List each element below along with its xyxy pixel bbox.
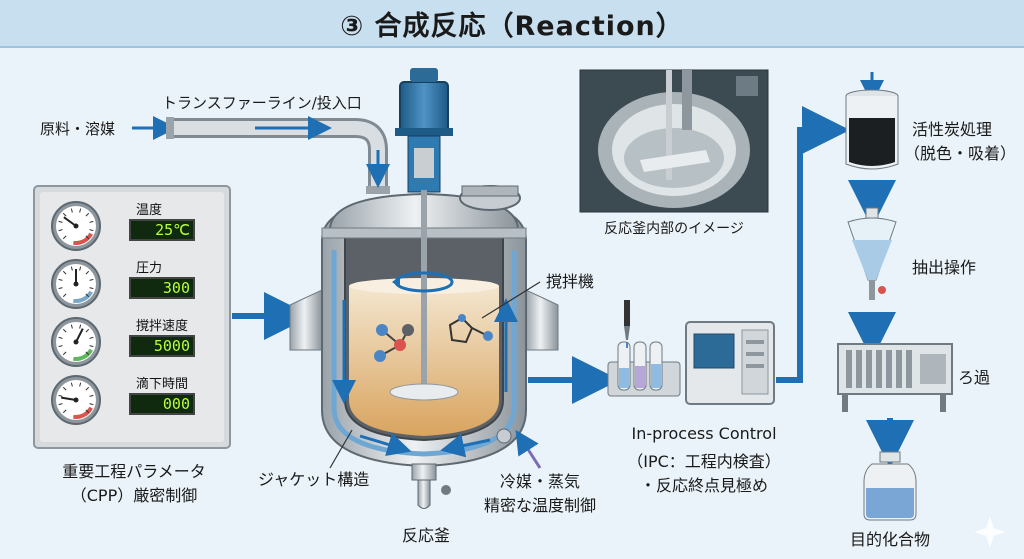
param-value-3: 5000 [154,337,190,355]
product-label: 目的化合物 [850,530,931,549]
param-value-2: 300 [163,279,190,297]
param-value-4: 000 [163,395,190,413]
param-value-1: 25℃ [155,221,190,239]
downstream-arrow [776,106,850,383]
ipc-label-1: In-process Control [631,424,777,443]
agitator-leader [481,281,541,319]
rotation-arrow-icon [392,271,454,293]
vessel-label: 反応釜 [402,526,451,545]
carbon-sublabel: （脱色・吸着） [904,144,1017,163]
gauge-4 [51,375,101,425]
cpp-caption-2: （CPP）厳密制御 [70,486,198,505]
pipette-icon [624,300,630,348]
jacket-label: ジャケット構造 [258,470,370,489]
ipc-label-2: （IPC：工程内検査） [627,452,781,471]
test-tube-rack-icon [607,341,681,397]
carbon-label: 活性炭処理 [912,120,993,139]
param-label-2: 圧力 [136,261,162,276]
separatory-funnel-icon [847,207,897,300]
coolant-label-1: 冷媒・蒸気 [499,472,580,491]
lcd-display-2 [129,277,195,299]
param-label-1: 温度 [136,202,162,218]
manhole-icon [459,185,521,211]
jacket-flow-arrows [332,298,542,469]
transfer-pipe [166,116,390,194]
lcd-display-4 [129,393,195,415]
raw-materials-label: 原料・溶媒 [40,120,116,138]
ring-molecule-icon [448,314,493,344]
product-bottle-icon [863,451,917,521]
gauge-2 [51,259,101,309]
filter-press-icon [837,343,953,412]
photo-caption: 反応釜内部のイメージ [604,221,744,237]
sparkle-icon [974,516,1006,548]
analyzer-icon [685,321,775,405]
cpp-caption-1: 重要工程パラメータ [62,462,206,481]
gauge-3 [51,317,101,367]
gauge-1 [51,201,101,251]
param-label-3: 撹拌速度 [136,318,188,334]
jacket-leader [329,429,353,469]
coolant-label-2: 精密な温度制御 [483,496,596,515]
ipc-label-3: ・反応終点見極め [639,476,768,495]
param-label-4: 滴下時間 [136,376,188,392]
transfer-line-label: トランスファーライン/投入口 [162,94,362,112]
filtration-label: ろ過 [958,368,991,387]
molecule-icon [374,324,414,362]
lcd-display-1 [129,219,195,241]
agitator-label: 撹拌機 [546,272,595,291]
page-title: ③ 合成反応（Reaction） [340,10,684,42]
extraction-label: 抽出操作 [912,258,977,277]
lcd-display-3 [129,335,195,357]
reactor-interior-photo [579,69,769,213]
title-bar: ③ 合成反応（Reaction） [0,0,1024,48]
activated-carbon-icon [845,72,899,170]
